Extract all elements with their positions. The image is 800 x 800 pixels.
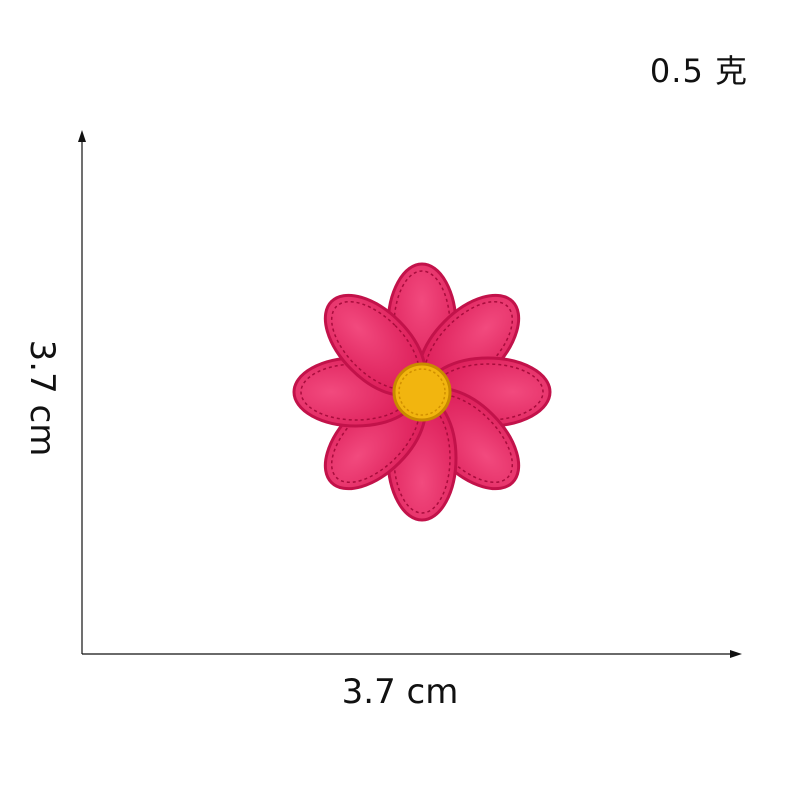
width-dimension-label: 3.7 cm — [341, 672, 459, 712]
height-dimension-label: 3.7 cm — [22, 339, 62, 457]
horizontal-axis-arrow — [730, 650, 742, 658]
weight-label: 0.5 克 — [649, 52, 748, 90]
vertical-axis-arrow — [78, 130, 86, 142]
flower-center — [392, 362, 452, 422]
flower-patch-image — [292, 262, 552, 522]
